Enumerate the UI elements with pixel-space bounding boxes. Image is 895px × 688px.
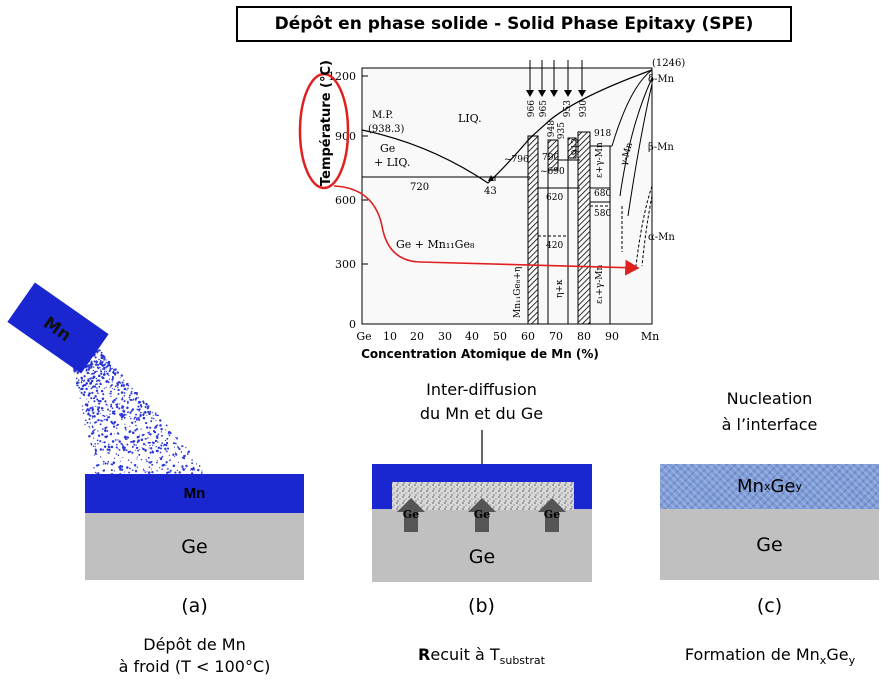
ann-mp: M.P. bbox=[372, 110, 393, 121]
x-tick-60: 60 bbox=[521, 330, 535, 343]
y-axis-label: Température (°C) bbox=[319, 60, 334, 186]
panel-b-caption-rest: ecuit à T bbox=[430, 645, 500, 664]
ann-790: 790 bbox=[542, 153, 559, 163]
ann-948: 948 bbox=[547, 120, 557, 137]
y-tick-600: 600 bbox=[335, 194, 356, 207]
x-tick-20: 20 bbox=[410, 330, 424, 343]
ann-ge-liq: + LIQ. bbox=[374, 156, 410, 169]
ge-arrow-label-3: Ge bbox=[544, 508, 560, 521]
panel-a-caption-1: Dépôt de Mn bbox=[143, 635, 246, 654]
panel-b-header-1: Inter-diffusion bbox=[426, 380, 537, 399]
phase-diagram: 0 300 600 900 1200 Ge 10 20 30 40 50 60 … bbox=[298, 58, 685, 361]
panel-c-layer-x: x bbox=[763, 480, 771, 493]
mn-source-spray: Mn bbox=[7, 282, 203, 475]
panel-c-header-2: à l’interface bbox=[721, 415, 818, 434]
ann-965: 965 bbox=[539, 100, 549, 117]
ann-690: ~690 bbox=[540, 167, 565, 177]
plot-frame bbox=[361, 67, 653, 325]
ann-935: 935 bbox=[557, 122, 567, 139]
x-tick-40: 40 bbox=[465, 330, 479, 343]
panel-a-ge-substrate: Ge bbox=[85, 513, 304, 580]
panel-b-header-2: du Mn et du Ge bbox=[419, 404, 544, 423]
ann-ge: Ge bbox=[380, 142, 395, 155]
phase-column-1 bbox=[527, 135, 539, 325]
x-axis-label: Concentration Atomique de Mn (%) bbox=[361, 347, 599, 361]
panel-c-layer-ge: Ge bbox=[770, 476, 796, 497]
x-tick-70: 70 bbox=[549, 330, 563, 343]
y-tick-group: 0 300 600 900 1200 bbox=[328, 70, 368, 331]
ann-1246: (1246) bbox=[652, 58, 685, 69]
panel-a-mn-label: Mn bbox=[183, 485, 206, 502]
ann-beta-mn: β-Mn bbox=[648, 142, 674, 153]
x-tick-mn: Mn bbox=[641, 330, 659, 343]
page-title: Dépôt en phase solide - Solid Phase Epit… bbox=[274, 14, 754, 34]
panel-a-ge-label: Ge bbox=[181, 535, 208, 558]
panel-a-letter: (a) bbox=[181, 595, 208, 617]
ann-912: 912 bbox=[571, 138, 581, 155]
mn-source-block bbox=[7, 282, 109, 374]
x-tick-50: 50 bbox=[493, 330, 507, 343]
ann-620: 620 bbox=[546, 193, 563, 203]
ann-liq: LIQ. bbox=[458, 112, 482, 125]
panel-c-layer-mn: Mn bbox=[736, 476, 764, 497]
ann-eps-gamma: ε+γ-Mn bbox=[595, 142, 605, 178]
ann-966: 966 bbox=[527, 100, 537, 117]
ann-796: ~796 bbox=[504, 155, 529, 165]
ann-953: 953 bbox=[563, 100, 573, 117]
panel-b-caption-bold: R bbox=[418, 645, 431, 664]
ge-up-arrows bbox=[397, 498, 566, 532]
ann-420: 420 bbox=[546, 241, 563, 251]
panel-c-layer-y: y bbox=[795, 480, 802, 493]
x-tick-90: 90 bbox=[605, 330, 619, 343]
panel-c-ge-label: Ge bbox=[756, 533, 783, 556]
ann-930: 930 bbox=[579, 100, 589, 117]
ann-ge-mn11ge8: Ge + Mn₁₁Ge₈ bbox=[396, 238, 475, 251]
x-tick-group: Ge 10 20 30 40 50 60 70 80 90 Mn bbox=[356, 330, 659, 343]
panel-c-caption: Formation de MnxGey bbox=[645, 644, 895, 672]
y-tick-900: 900 bbox=[335, 130, 356, 143]
ge-arrow-label-1: Ge bbox=[403, 508, 419, 521]
x-tick-10: 10 bbox=[383, 330, 397, 343]
panel-b-letter: (b) bbox=[468, 595, 495, 617]
panel-c-caption-y: y bbox=[848, 654, 856, 668]
ann-mp-value: (938.3) bbox=[368, 124, 405, 135]
annealing-arrow bbox=[333, 185, 640, 276]
x-tick-80: 80 bbox=[577, 330, 591, 343]
panel-c-letter: (c) bbox=[756, 595, 783, 617]
ann-eta-kappa: η+κ bbox=[555, 279, 565, 298]
x-tick-30: 30 bbox=[438, 330, 452, 343]
panel-a-mn-layer: Mn bbox=[85, 474, 304, 513]
title-box: Dépôt en phase solide - Solid Phase Epit… bbox=[236, 6, 792, 42]
x-tick-ge: Ge bbox=[356, 330, 371, 343]
ann-43: 43 bbox=[484, 186, 497, 197]
panel-b-ge-label: Ge bbox=[469, 546, 495, 568]
panel-b-caption-sub: substrat bbox=[499, 654, 545, 668]
panel-b-stack: Ge Ge Ge Ge bbox=[372, 430, 592, 582]
panel-b-caption: Recuit à Tsubstrat bbox=[372, 644, 591, 672]
ann-680: 680 bbox=[594, 189, 611, 199]
ann-alpha-mn: α-Mn bbox=[648, 232, 675, 243]
ann-580: 580 bbox=[594, 209, 611, 219]
ann-eps1-gamma: ε₁+γ-Mn bbox=[595, 265, 605, 304]
ann-mn11ge8: Mn₁₁Ge₈+η bbox=[513, 267, 523, 318]
ann-918: 918 bbox=[594, 129, 611, 139]
panel-c-ge-substrate: Ge bbox=[660, 509, 879, 580]
panel-c-caption-ge: Ge bbox=[826, 645, 849, 664]
panel-a-caption-2: à froid (T < 100°C) bbox=[118, 657, 271, 676]
panel-c-header-1: Nucleation bbox=[726, 389, 813, 408]
ge-arrow-label-2: Ge bbox=[474, 508, 490, 521]
y-tick-0: 0 bbox=[349, 318, 356, 331]
liquidus-curve bbox=[361, 69, 653, 184]
ann-delta-mn: δ-Mn bbox=[648, 74, 675, 85]
ann-720: 720 bbox=[410, 182, 429, 193]
y-tick-300: 300 bbox=[335, 258, 356, 271]
temperature-highlight-ellipse bbox=[298, 72, 350, 190]
panel-c-caption-main: Formation de Mn bbox=[684, 645, 820, 664]
phase-column-2 bbox=[577, 131, 591, 325]
panel-c-caption-x: x bbox=[819, 654, 827, 668]
